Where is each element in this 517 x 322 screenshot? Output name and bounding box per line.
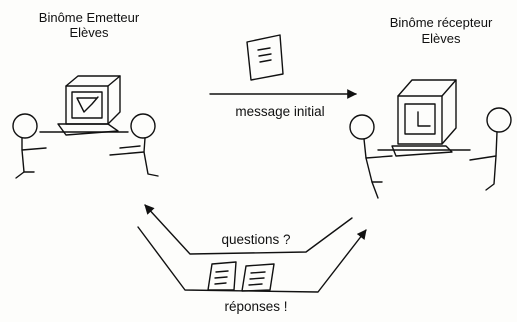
student-figure-icon	[109, 113, 159, 177]
message-label: message initial	[235, 104, 325, 119]
receiver-subtitle: Elèves	[421, 31, 461, 46]
document-icon	[241, 263, 275, 292]
document-icon	[246, 34, 284, 81]
questions-arrow	[144, 204, 353, 255]
sender-computer-icon	[39, 75, 129, 136]
receiver-computer-icon	[377, 79, 471, 157]
sender-title: Binôme Emetteur	[38, 10, 140, 25]
student-figure-icon	[12, 113, 47, 179]
student-figure-icon	[349, 114, 393, 199]
questions-label: questions ?	[221, 232, 291, 247]
answers-label: réponses !	[224, 299, 288, 314]
document-icon	[207, 261, 237, 291]
student-figure-icon	[469, 107, 512, 191]
sender-subtitle: Elèves	[69, 25, 109, 40]
receiver-title: Binôme récepteur	[389, 15, 493, 30]
